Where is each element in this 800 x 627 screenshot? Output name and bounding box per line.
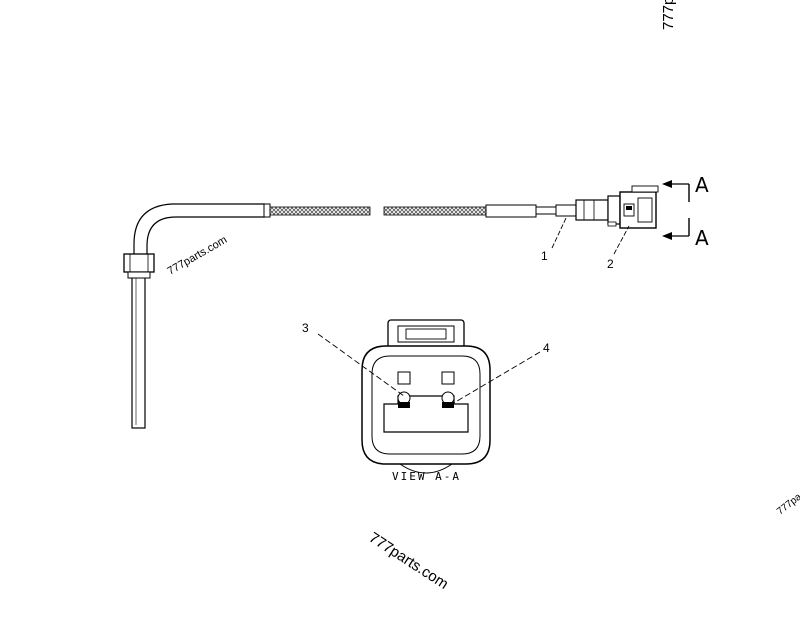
callout-2: 2 xyxy=(607,225,630,271)
section-marker: A A xyxy=(662,173,709,250)
section-letter-top: A xyxy=(695,173,709,197)
callout-4: 4 xyxy=(451,341,550,405)
svg-text:4: 4 xyxy=(543,341,550,355)
temperature-probe xyxy=(123,203,271,429)
callout-3: 3 xyxy=(302,321,405,397)
braided-cable-left xyxy=(269,206,371,216)
view-caption: VIEW A-A xyxy=(392,470,461,483)
connector-face-view: VIEW A-A xyxy=(361,319,491,483)
watermark-main: 777parts.com xyxy=(366,529,451,593)
callout-1: 1 xyxy=(541,215,568,263)
hex-nut xyxy=(123,253,155,273)
connector-assembly xyxy=(575,185,659,229)
watermark-top-right: 777p xyxy=(660,0,677,30)
watermark-right-edge: 777pa xyxy=(775,491,800,517)
svg-text:1: 1 xyxy=(541,249,548,263)
svg-text:2: 2 xyxy=(607,257,614,271)
section-letter-bottom: A xyxy=(695,226,709,250)
braided-cable-right xyxy=(383,204,577,218)
watermark-sensor: 777parts.com xyxy=(166,234,230,278)
svg-text:3: 3 xyxy=(302,321,309,335)
